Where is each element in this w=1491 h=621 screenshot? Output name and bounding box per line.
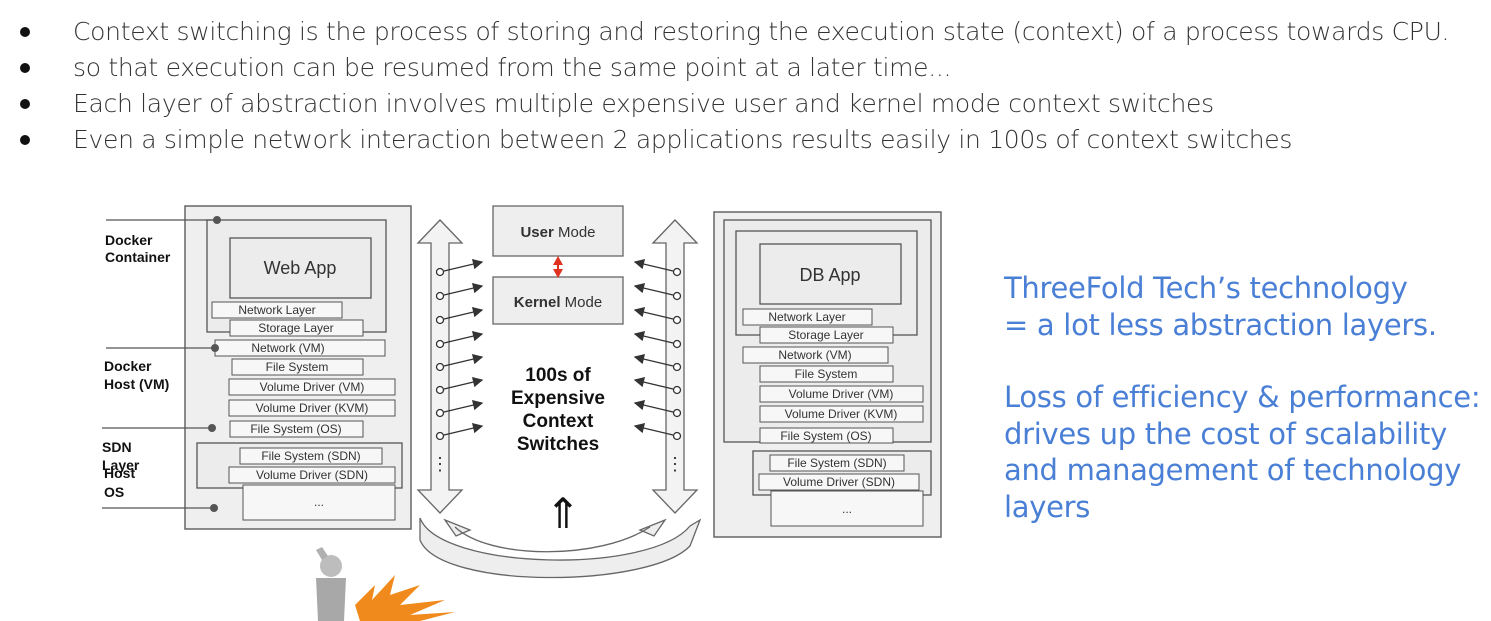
side-line-1: ThreeFold Tech’s technology	[1004, 271, 1408, 305]
docker-container-label-2: Container	[105, 249, 171, 265]
file-system-sdn-label: File System (SDN)	[787, 456, 886, 470]
right-stack: DB App Network Layer Storage Layer Netwo…	[713, 211, 942, 538]
left-labels: Docker Container Docker Host (VM) SDN La…	[102, 216, 221, 512]
bullet-text: so that execution can be resumed from th…	[73, 53, 952, 82]
bullet-dot-icon	[20, 27, 30, 37]
red-up-arrow-icon	[553, 256, 563, 265]
kernel-mode-label: Kernel Mode	[514, 294, 602, 311]
network-vm-label: Network (VM)	[778, 348, 851, 362]
user-mode-label: User Mode	[520, 224, 595, 241]
storage-layer-label: Storage Layer	[788, 328, 863, 342]
volume-driver-sdn-label: Volume Driver (SDN)	[783, 475, 895, 489]
center-line-1: 100s of	[525, 365, 591, 386]
bullet-item: Each layer of abstraction involves multi…	[0, 86, 1491, 122]
docker-host-label-1: Docker	[104, 358, 152, 374]
bullet-dot-icon	[20, 63, 30, 73]
volume-driver-vm-label: Volume Driver (VM)	[789, 387, 894, 401]
file-system-os-label: File System (OS)	[250, 422, 341, 436]
bottom-curved-arrows-icon	[419, 517, 702, 579]
bullet-item: Even a simple network interaction betwee…	[0, 122, 1491, 158]
right-ellipsis-label: ...	[842, 502, 852, 516]
volume-driver-kvm-label: Volume Driver (KVM)	[256, 401, 369, 415]
bullet-dot-icon	[20, 135, 30, 145]
sdn-label-1: SDN	[102, 439, 132, 455]
mode-boxes: User Mode Kernel Mode	[492, 205, 624, 325]
bullet-item: Context switching is the process of stor…	[0, 14, 1491, 50]
bullet-text: Even a simple network interaction betwee…	[73, 125, 1293, 154]
file-system-label: File System	[266, 360, 329, 374]
bullet-text: Context switching is the process of stor…	[73, 17, 1450, 46]
left-ellipsis-label: ...	[314, 495, 324, 509]
center-line-3: Context	[523, 411, 594, 432]
volume-driver-vm-label: Volume Driver (VM)	[260, 380, 365, 394]
side-line-3: Loss of efficiency & performance:	[1004, 380, 1481, 414]
file-system-label: File System	[795, 367, 858, 381]
bullet-text: Each layer of abstraction involves multi…	[73, 89, 1214, 118]
docker-container-label-1: Docker	[105, 232, 153, 248]
center-line-4: Switches	[517, 434, 599, 455]
sdn-label-2: Layer	[102, 457, 140, 473]
svg-text:⋮: ⋮	[431, 454, 449, 474]
side-line-5: and management of technology	[1004, 453, 1462, 487]
host-os-label-1: Host	[104, 465, 135, 481]
svg-text:⋮: ⋮	[666, 454, 684, 474]
side-line-6: layers	[1004, 489, 1091, 524]
right-switch-arrows	[633, 259, 682, 441]
volume-driver-sdn-label: Volume Driver (SDN)	[256, 468, 368, 482]
file-system-sdn-label: File System (SDN)	[261, 449, 360, 463]
file-system-os-label: File System (OS)	[780, 429, 871, 443]
center-line-2: Expensive	[511, 388, 605, 409]
left-switch-arrows	[435, 259, 484, 441]
bullet-item: so that execution can be resumed from th…	[0, 50, 1491, 86]
bullet-dot-icon	[20, 99, 30, 109]
left-stack: Web App Network Layer Storage Layer Netw…	[184, 205, 412, 530]
network-vm-label: Network (VM)	[251, 341, 324, 355]
center-text: 100s of Expensive Context Switches ⇑	[511, 365, 605, 537]
host-os-label-2: OS	[104, 484, 124, 500]
web-app-label: Web App	[264, 258, 337, 278]
side-text-group-2: Loss of efficiency & performance: drives…	[1004, 379, 1484, 525]
db-app-label: DB App	[799, 265, 860, 285]
volume-driver-kvm-label: Volume Driver (KVM)	[785, 407, 898, 421]
thinking-figure-icon	[316, 547, 455, 621]
side-text-group-1: ThreeFold Tech’s technology = a lot less…	[1004, 270, 1484, 343]
network-layer-label: Network Layer	[768, 310, 845, 324]
red-down-arrow-icon	[553, 269, 563, 278]
network-layer-label: Network Layer	[238, 303, 315, 317]
storage-layer-label: Storage Layer	[258, 321, 333, 335]
side-line-4: drives up the cost of scalability	[1004, 416, 1447, 451]
up-double-arrow-icon: ⇑	[545, 490, 580, 537]
side-line-2: = a lot less abstraction layers.	[1004, 307, 1437, 342]
docker-host-label-2: Host (VM)	[104, 376, 169, 392]
